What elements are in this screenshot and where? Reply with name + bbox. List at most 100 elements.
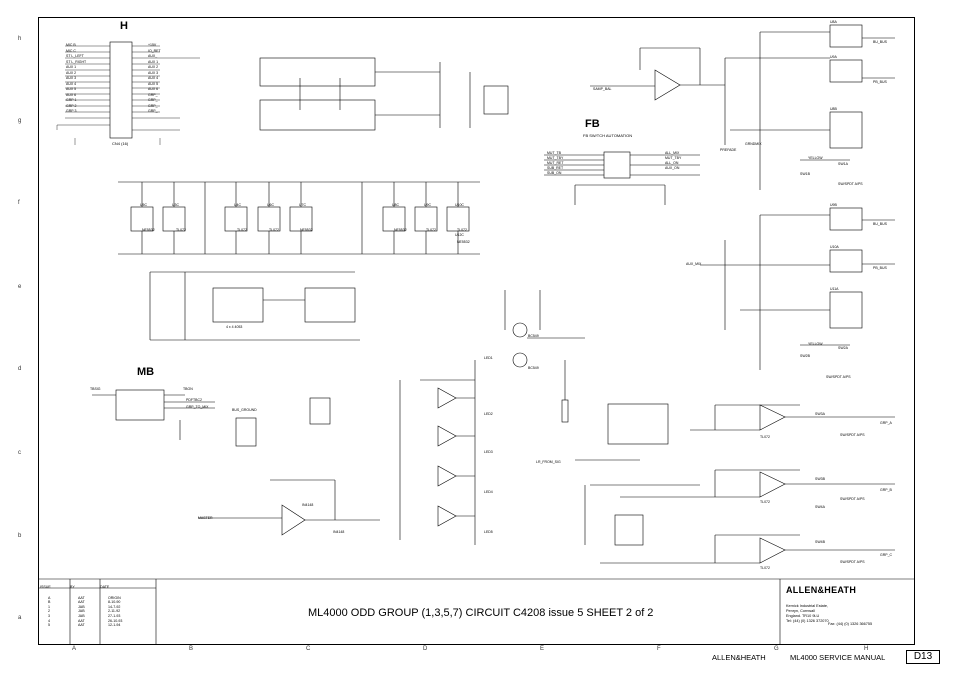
switch-label: SW1A xyxy=(838,162,848,166)
h-pin-label: AUX 6 xyxy=(66,92,77,97)
net-label: AUX_MIX xyxy=(686,262,702,266)
drawing-title: ML4000 ODD GROUP (1,3,5,7) CIRCUIT C4208… xyxy=(308,607,654,619)
h-pin-label: GRP_ xyxy=(148,98,158,102)
ic-part: NE5532 xyxy=(394,228,407,232)
relay-label: U8B xyxy=(830,107,837,111)
ic-label: U12C xyxy=(455,233,464,237)
switch-type-label: SW/SPDT A/PS xyxy=(840,497,865,501)
rev-issue: A xyxy=(48,595,51,600)
h-pin-label: +15V xyxy=(148,43,157,47)
relay-label: U9B xyxy=(830,203,837,207)
ic-part: TL072 xyxy=(176,228,186,232)
mb-pin-label: TBSIG xyxy=(90,387,101,391)
switch-label: SW2A xyxy=(838,346,848,350)
switch-label: SW4B xyxy=(815,540,825,544)
led-label: LED3 xyxy=(484,450,493,454)
col-label-h: H xyxy=(864,646,869,652)
col-label-a: A xyxy=(72,646,77,652)
h-pin-label: ST L_LEFT xyxy=(66,54,84,58)
footer-brand: ALLEN&HEATH xyxy=(712,653,766,662)
col-label-f: F xyxy=(657,646,661,652)
ic-label: U6C xyxy=(267,203,275,207)
fb-pin-label: MUT_TBY xyxy=(547,156,564,160)
rev-by: JAB xyxy=(78,609,85,614)
bus-output-label: BU_BUS xyxy=(873,222,888,226)
h-pin-label: GRP 2 xyxy=(66,103,77,108)
h-pin-label: AUX_ xyxy=(148,54,158,58)
rev-issue: 3 xyxy=(48,613,50,618)
row-label-g: g xyxy=(18,118,22,124)
rev-by: AAT xyxy=(78,618,85,623)
h-pin-label: MIC C xyxy=(66,48,76,53)
relay-label: U10A xyxy=(830,245,839,249)
col-label-c: C xyxy=(306,646,311,652)
row-label-c: c xyxy=(18,450,21,456)
h-connector-right-labels: +15V IO_RET AUX_ AUX 1 AUX 2 AUX 3 AUX 4… xyxy=(148,43,161,113)
h-pin-label: AUX 4 xyxy=(148,76,159,80)
row-label-a: a xyxy=(18,615,22,621)
row-label-h: h xyxy=(18,36,22,42)
rev-date: 2-11-92 xyxy=(108,609,121,614)
rev-issue: 1 xyxy=(48,604,50,609)
h-pin-label: ST L_RIGHT xyxy=(66,59,87,64)
rev-issue: 2 xyxy=(48,609,50,614)
drawing-border xyxy=(38,17,915,645)
ic-part: 4 x 4 4053 xyxy=(226,325,243,329)
row-label-f: f xyxy=(18,200,20,206)
fb-pin-label: ALL_MIX xyxy=(665,151,680,155)
ic-part: TL072 xyxy=(426,228,436,232)
grp-output-label: GRP_A xyxy=(880,421,892,425)
h-pin-label: IO_RET xyxy=(148,48,161,53)
diode-part: IN4148 xyxy=(302,503,314,507)
ic-label: U5C xyxy=(140,203,148,207)
rev-by: AAT xyxy=(78,600,85,605)
h-pin-label: AUX 2 xyxy=(66,70,77,75)
net-label: BUS_GROUND xyxy=(232,408,257,412)
switch-label: SW1B xyxy=(800,172,810,176)
row-label-b: b xyxy=(18,533,22,539)
fb-right-labels: ALL_MIX MUT_TBY ALL_ON AUX_ON xyxy=(665,151,681,170)
page-number: D13 xyxy=(906,650,940,664)
led-caption: YELLOW xyxy=(808,156,823,160)
ic-label: U8C xyxy=(392,203,400,207)
h-pin-label: AUX 3 xyxy=(148,70,159,75)
col-label-d: D xyxy=(423,646,428,652)
h-pin-label: MIC B xyxy=(66,43,76,47)
ic-part: TL072 xyxy=(269,228,279,232)
fb-pin-label: MUT_RET xyxy=(547,161,564,165)
rev-issue: 5 xyxy=(48,623,50,628)
h-pin-label: AUX 4 xyxy=(66,81,77,86)
led-caption: YELLOW xyxy=(808,342,823,346)
ic-label: U10C xyxy=(455,203,464,207)
bus-output-label: PB_BUS xyxy=(873,266,887,270)
revision-row: 2 JAB 2-11-92 xyxy=(40,609,156,614)
col-label-g: G xyxy=(774,646,779,652)
switch-label: SW3A xyxy=(815,412,825,416)
rev-issue: 4 xyxy=(48,618,50,623)
mb-pin-label: TBON xyxy=(183,387,193,391)
ic-label: U9C xyxy=(424,203,432,207)
fb-pin-label: AUX_ON xyxy=(665,166,680,170)
led-label: LED2 xyxy=(484,412,493,416)
ic-part: NE5532 xyxy=(457,240,470,244)
row-label-d: d xyxy=(18,366,22,372)
h-pin-label: GRP 1 xyxy=(66,98,77,102)
relay-label: U9A xyxy=(830,55,837,59)
opamp-part: TL072 xyxy=(760,566,770,570)
fb-left-labels: MUT_TB MUT_TBY MUT_RET SUB_RET SUB_ON xyxy=(547,151,564,175)
net-label: PREFADE xyxy=(720,148,737,152)
fb-caption: FB SW/TCH AUTOMATION xyxy=(583,133,633,138)
switch-type-label: SW/SPDT A/PS xyxy=(826,375,851,379)
led-label: LED1 xyxy=(484,356,493,360)
switch-type-label: SW/SPDT A/PS xyxy=(840,560,865,564)
rev-date: 14-7-92 xyxy=(108,604,121,609)
ic-label: U4C xyxy=(234,203,242,207)
opamp-part: TL072 xyxy=(760,435,770,439)
fb-pin-label: MUT_TB xyxy=(547,151,561,155)
section-fb-label: FB xyxy=(585,118,600,130)
